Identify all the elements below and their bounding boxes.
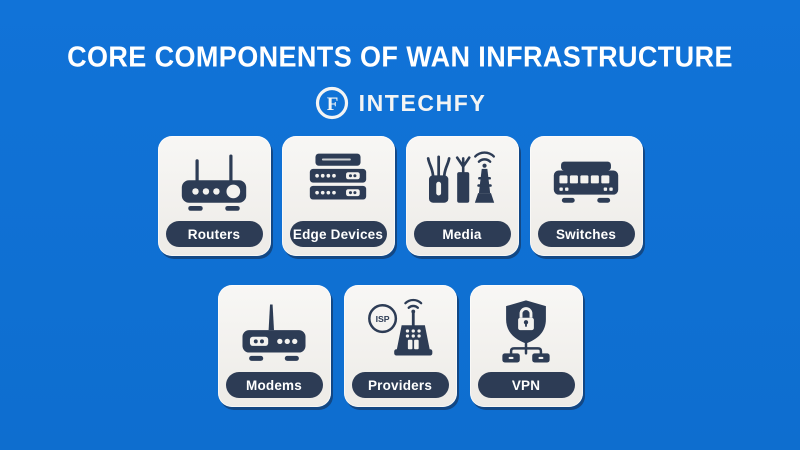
card-icon-area: [484, 285, 568, 372]
edge-devices-icon: [309, 153, 367, 200]
brand-name: INTECHFY: [358, 89, 487, 116]
card-switches: Switches: [529, 136, 643, 256]
card-label: Routers: [187, 226, 241, 242]
modem-icon: [242, 304, 306, 361]
card-icon-area: [296, 136, 380, 221]
brand-logo: F INTECHFY: [314, 85, 487, 121]
router-icon: [181, 154, 247, 211]
card-media: Media: [405, 136, 519, 256]
card-label-pill: Media: [413, 221, 511, 247]
card-modems: Modems: [217, 285, 331, 407]
card-vpn: VPN: [469, 285, 583, 407]
switch-icon: [553, 161, 619, 203]
isp-building-icon: ISP: [368, 298, 433, 356]
card-label-pill: Routers: [165, 221, 263, 247]
card-providers: ISP: [343, 285, 457, 407]
card-icon-area: [232, 285, 316, 372]
media-icon: [426, 151, 495, 203]
logo-letter: F: [326, 94, 338, 115]
card-label-pill: Switches: [537, 221, 635, 247]
card-icon-area: [420, 136, 504, 221]
card-label-pill: Edge Devices: [289, 221, 387, 247]
page-title: CORE COMPONENTS OF WAN INFRASTRUCTURE: [67, 41, 733, 73]
card-routers: Routers: [157, 136, 271, 256]
card-label: Switches: [555, 226, 617, 242]
card-label: Edge Devices: [292, 226, 384, 242]
isp-badge-text: ISP: [376, 314, 390, 324]
card-edge-devices: Edge Devices: [281, 136, 395, 256]
vpn-shield-icon: [502, 300, 550, 363]
cards-row-top: Routers: [157, 136, 643, 256]
card-icon-area: ISP: [358, 285, 442, 372]
card-icon-area: [544, 136, 628, 221]
card-label-pill: Providers: [351, 372, 449, 398]
card-label: VPN: [511, 377, 541, 393]
card-label: Providers: [367, 377, 433, 393]
card-label: Modems: [246, 377, 302, 393]
card-label-pill: VPN: [477, 372, 575, 398]
intechfy-logo-icon: F: [315, 86, 348, 120]
card-label: Media: [442, 226, 482, 242]
card-label-pill: Modems: [225, 372, 323, 398]
cards-row-bottom: Modems ISP: [217, 285, 583, 407]
card-icon-area: [172, 136, 256, 221]
